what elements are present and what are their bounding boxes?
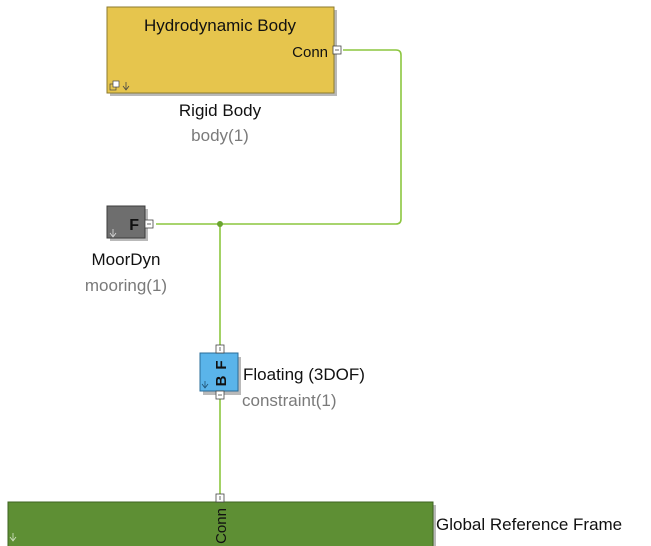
ground-port-label: Conn [213,508,230,544]
floating-arrow-icon [201,381,209,389]
connection-lines [156,49,402,494]
hydrodynamic-body-box[interactable] [106,6,335,94]
hydrodynamic-body-block[interactable]: Hydrodynamic Body Conn [106,6,342,96]
rigid-body-name-label[interactable]: Rigid Body [179,101,262,120]
ground-box[interactable] [7,501,434,546]
moordyn-param-label: mooring(1) [85,276,167,295]
moordyn-arrow-icon [109,229,117,238]
floating-port-label-b: B [213,375,230,386]
ground-arrow-icon [9,533,17,542]
rigid-body-param-label: body(1) [191,126,249,145]
library-link-icon [109,80,120,91]
floating-param-label: constraint(1) [242,391,336,410]
global-reference-frame-block[interactable]: Conn [7,493,436,546]
moordyn-block[interactable]: F [106,205,154,241]
floating-3dof-block[interactable]: F B [199,344,241,400]
moordyn-name-label[interactable]: MoorDyn [92,250,161,269]
moordyn-port-label: F [129,217,139,234]
hydrodynamic-body-port-label: Conn [292,44,328,61]
connection-body-to-junction[interactable] [220,49,402,225]
floating-port-label-f: F [213,360,230,369]
sample-time-arrow-icon [122,82,130,91]
hydrodynamic-body-title: Hydrodynamic Body [144,16,297,35]
global-reference-frame-label[interactable]: Global Reference Frame [436,515,622,534]
connection-junction-dot [217,221,223,227]
floating-name-label[interactable]: Floating (3DOF) [243,365,365,384]
